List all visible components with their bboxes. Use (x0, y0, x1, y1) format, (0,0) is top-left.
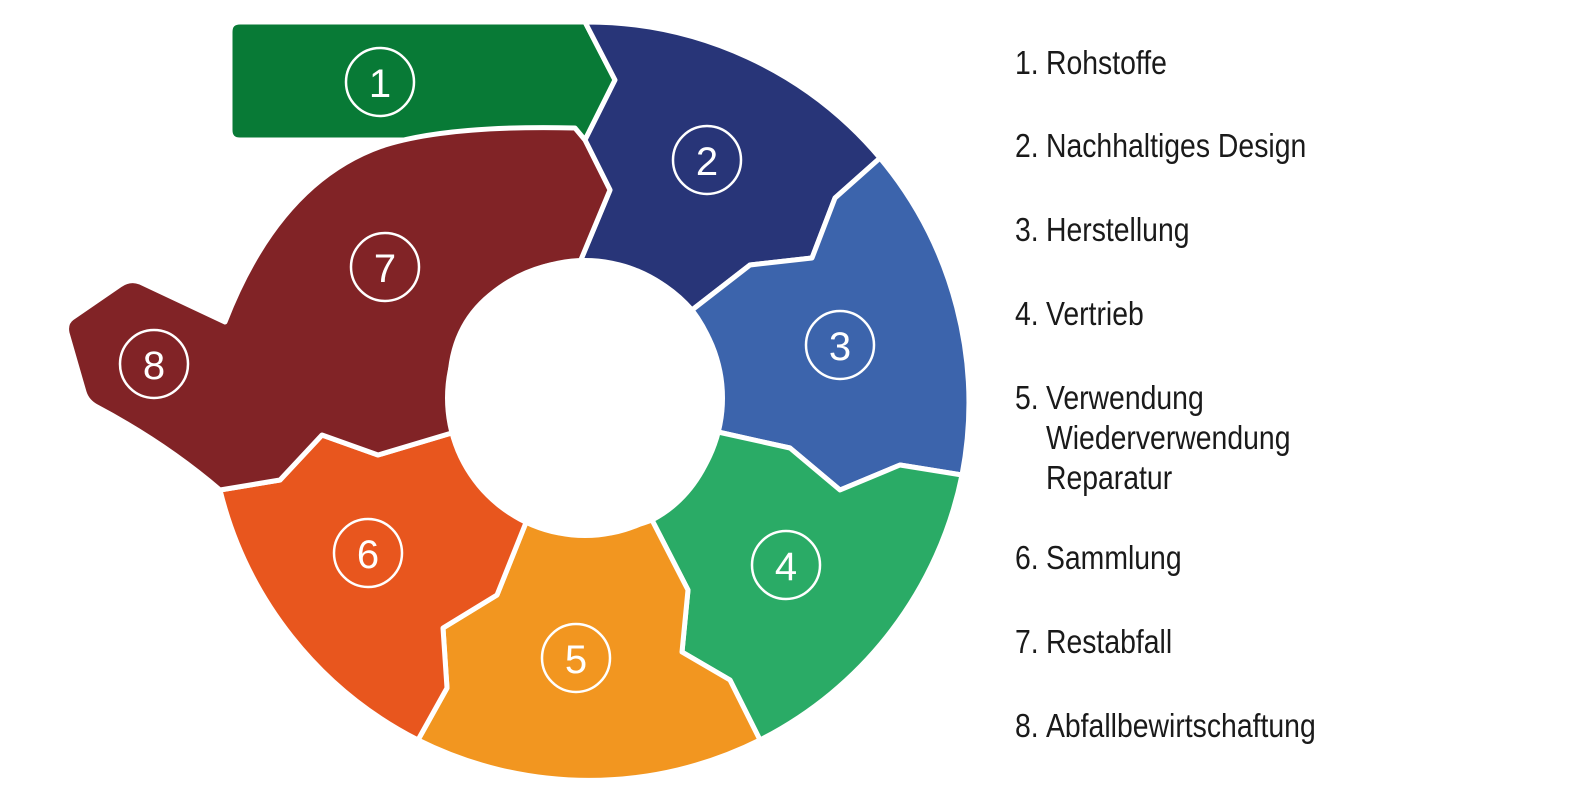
legend-label: Verwendung (1045, 379, 1204, 416)
badge-8-circle (118, 328, 190, 400)
badge-5-number: 5 (565, 638, 587, 682)
badge-1: 1 (344, 46, 416, 118)
legend-number: 3. (1015, 211, 1039, 248)
legend-number: 8. (1015, 707, 1039, 744)
legend-item-7: 7.Restabfall (1015, 622, 1172, 662)
legend-item-2: 2.Nachhaltiges Design (1015, 126, 1306, 166)
legend-number: 5. (1015, 379, 1039, 416)
legend-number: 1. (1015, 44, 1039, 81)
legend-item-6: 6.Sammlung (1015, 538, 1182, 578)
badge-6-number: 6 (357, 533, 379, 577)
badge-1-circle (344, 46, 416, 118)
legend-sublabel-reparatur: Reparatur (1045, 459, 1173, 496)
badge-3-number: 3 (829, 325, 851, 369)
segment-1-rohstoffe[interactable] (227, 19, 618, 143)
legend-item-5: 5.Verwendung Wiederverwendung Reparatur (1015, 378, 1290, 498)
badge-5-circle (540, 622, 612, 694)
badge-2-circle (671, 124, 743, 196)
legend-label: Herstellung (1045, 211, 1190, 248)
badge-6: 6 (332, 517, 404, 589)
legend-item-8: 8.Abfallbewirtschaftung (1015, 706, 1316, 746)
badge-4-circle (750, 529, 822, 601)
badge-4-number: 4 (775, 545, 797, 589)
badge-8: 8 (118, 328, 190, 400)
badge-2-number: 2 (696, 140, 718, 184)
legend-number: 6. (1015, 539, 1039, 576)
badge-1-number: 1 (369, 62, 391, 106)
legend-label: Nachhaltiges Design (1045, 127, 1307, 164)
legend-number: 2. (1015, 127, 1039, 164)
badge-2: 2 (671, 124, 743, 196)
legend-label: Sammlung (1045, 539, 1182, 576)
legend-label: Restabfall (1045, 623, 1173, 660)
badge-8-number: 8 (143, 344, 165, 388)
legend-sublabel-wiederverwendung: Wiederverwendung (1045, 419, 1291, 456)
center-hole (445, 258, 725, 538)
legend-item-1: 1.Rohstoffe (1015, 43, 1167, 83)
badge-4: 4 (750, 529, 822, 601)
badge-5: 5 (540, 622, 612, 694)
segment-7-8-restabfall[interactable] (64, 125, 613, 493)
legend-label: Rohstoffe (1045, 44, 1167, 81)
badge-7: 7 (349, 231, 421, 303)
legend-item-4: 4.Vertrieb (1015, 294, 1144, 334)
badge-3-circle (804, 309, 876, 381)
badge-7-circle (349, 231, 421, 303)
badge-6-circle (332, 517, 404, 589)
circular-economy-diagram: 1 2 3 4 5 6 7 8 (64, 19, 969, 781)
legend-item-3: 3.Herstellung (1015, 210, 1190, 250)
badge-7-number: 7 (374, 247, 396, 291)
legend-label: Abfallbewirtschaftung (1045, 707, 1316, 744)
legend-label: Vertrieb (1045, 295, 1144, 332)
badge-3: 3 (804, 309, 876, 381)
legend-number: 4. (1015, 295, 1039, 332)
legend-number: 7. (1015, 623, 1039, 660)
